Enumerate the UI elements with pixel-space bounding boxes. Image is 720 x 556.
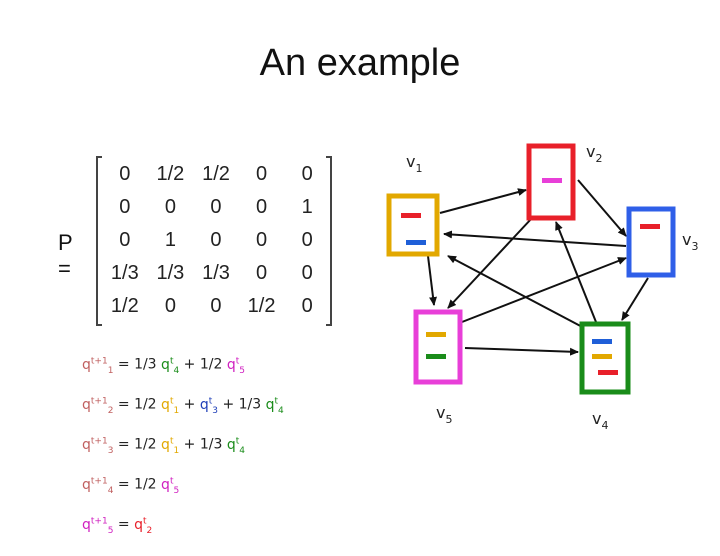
node-v1-label: v1 bbox=[406, 152, 422, 175]
matrix-cell: 1/2 bbox=[110, 295, 139, 317]
eq-term: qt5 bbox=[161, 476, 180, 496]
eq-lhs: qt+14 bbox=[82, 476, 114, 496]
matrix-cell: 0 bbox=[210, 229, 222, 251]
matrix-cell: 1 bbox=[301, 196, 313, 218]
matrix-row: 1/3 1/3 1/3 0 0 bbox=[98, 257, 330, 290]
eq-term: qt4 bbox=[265, 396, 284, 416]
edge-v4-v2 bbox=[555, 221, 597, 323]
node-v3-label: v3 bbox=[682, 230, 698, 253]
eq-term: qt2 bbox=[134, 516, 153, 536]
eq-lhs: qt+11 bbox=[82, 356, 114, 376]
edge-v5-v3 bbox=[461, 257, 627, 323]
matrix-cell: 0 bbox=[210, 196, 222, 218]
equation-4: qt+14 = 1/2 qt5 bbox=[82, 476, 180, 496]
matrix-cell: 0 bbox=[210, 295, 222, 317]
matrix-row: 1/2 0 0 1/2 0 bbox=[98, 290, 330, 323]
node-v5: v5 bbox=[413, 309, 463, 426]
token-green bbox=[426, 354, 446, 359]
slide-title: An example bbox=[259, 42, 461, 84]
eq-term: qt5 bbox=[226, 356, 245, 376]
matrix-cell: 0 bbox=[119, 196, 131, 218]
eq-term: qt4 bbox=[226, 436, 245, 456]
matrix-cell: 0 bbox=[301, 262, 313, 284]
edge-v2-v5 bbox=[447, 217, 533, 309]
eq-term: qt4 bbox=[161, 356, 180, 376]
matrix-cell: 0 bbox=[119, 163, 131, 185]
matrix-cell: 1/2 bbox=[202, 163, 230, 185]
token-red bbox=[401, 213, 421, 218]
edge-v1-v5 bbox=[427, 255, 437, 306]
matrix-cell: 1/3 bbox=[110, 262, 139, 284]
token-yellow bbox=[592, 354, 612, 359]
equation-1: qt+11 = 1/3 qt4 + 1/2 qt5 bbox=[82, 356, 245, 376]
matrix-cell: 1/3 bbox=[202, 262, 230, 284]
matrix-cell: 0 bbox=[301, 229, 313, 251]
matrix-cell: 0 bbox=[256, 262, 268, 284]
eq-term: qt1 bbox=[161, 396, 180, 416]
edge-v3-v4 bbox=[621, 277, 649, 321]
matrix-row: 0 0 0 0 1 bbox=[98, 191, 330, 224]
matrix-cell: 0 bbox=[301, 163, 313, 185]
edge-v3-v1 bbox=[443, 230, 627, 247]
graph-edges bbox=[427, 179, 649, 356]
node-v1: v1 bbox=[386, 152, 440, 257]
matrix-cell: 0 bbox=[119, 229, 131, 251]
matrix-cell: 1 bbox=[164, 229, 176, 251]
graph-diagram: v1 v2 v3 v4 v5 bbox=[386, 142, 698, 432]
matrix-cell: 1/2 bbox=[247, 295, 276, 317]
eq-lhs: qt+13 bbox=[82, 436, 114, 456]
eq-lhs: qt+15 bbox=[82, 516, 114, 536]
eq-lhs: qt+12 bbox=[82, 396, 114, 416]
matrix-cell: 1/3 bbox=[156, 262, 185, 284]
matrix-cell: 0 bbox=[256, 229, 268, 251]
matrix-cell: 0 bbox=[256, 196, 268, 218]
token-blue bbox=[406, 240, 426, 245]
matrix-label: P = bbox=[58, 230, 73, 281]
matrix-cell: 0 bbox=[256, 163, 268, 185]
matrix-cell: 1/2 bbox=[156, 163, 185, 185]
node-v2: v2 bbox=[526, 142, 602, 221]
matrix-body: 0 1/2 1/2 0 0 0 0 0 0 1 0 1 0 0 0 1/3 1/… bbox=[96, 156, 332, 326]
token-pink bbox=[542, 178, 562, 183]
equation-3: qt+13 = 1/2 qt1 + 1/3 qt4 bbox=[82, 436, 245, 456]
matrix-row: 0 1/2 1/2 0 0 bbox=[98, 158, 330, 191]
node-v5-label: v5 bbox=[436, 403, 452, 426]
matrix-cell: 0 bbox=[164, 295, 176, 317]
matrix-cell: 0 bbox=[301, 295, 313, 317]
node-v4-label: v4 bbox=[592, 409, 608, 432]
edge-v4-v1 bbox=[447, 255, 589, 331]
matrix-cell: 0 bbox=[164, 196, 176, 218]
token-yellow bbox=[426, 332, 446, 337]
node-v4: v4 bbox=[579, 321, 631, 432]
node-v2-label: v2 bbox=[586, 142, 602, 165]
equation-2: qt+12 = 1/2 qt1 + qt3 + 1/3 qt4 bbox=[82, 396, 284, 416]
token-blue bbox=[592, 339, 612, 344]
edge-v2-v3 bbox=[577, 179, 627, 237]
equation-5: qt+15 = qt2 bbox=[82, 516, 153, 536]
update-equations: qt+11 = 1/3 qt4 + 1/2 qt5 qt+12 = 1/2 qt… bbox=[82, 356, 284, 556]
edge-v5-v4 bbox=[464, 347, 579, 356]
eq-term: qt3 bbox=[199, 396, 218, 416]
token-red bbox=[598, 370, 618, 375]
edge-v1-v2 bbox=[439, 188, 527, 214]
eq-term: qt1 bbox=[161, 436, 180, 456]
node-v3: v3 bbox=[626, 206, 698, 278]
matrix-row: 0 1 0 0 0 bbox=[98, 224, 330, 257]
token-red bbox=[640, 224, 660, 229]
